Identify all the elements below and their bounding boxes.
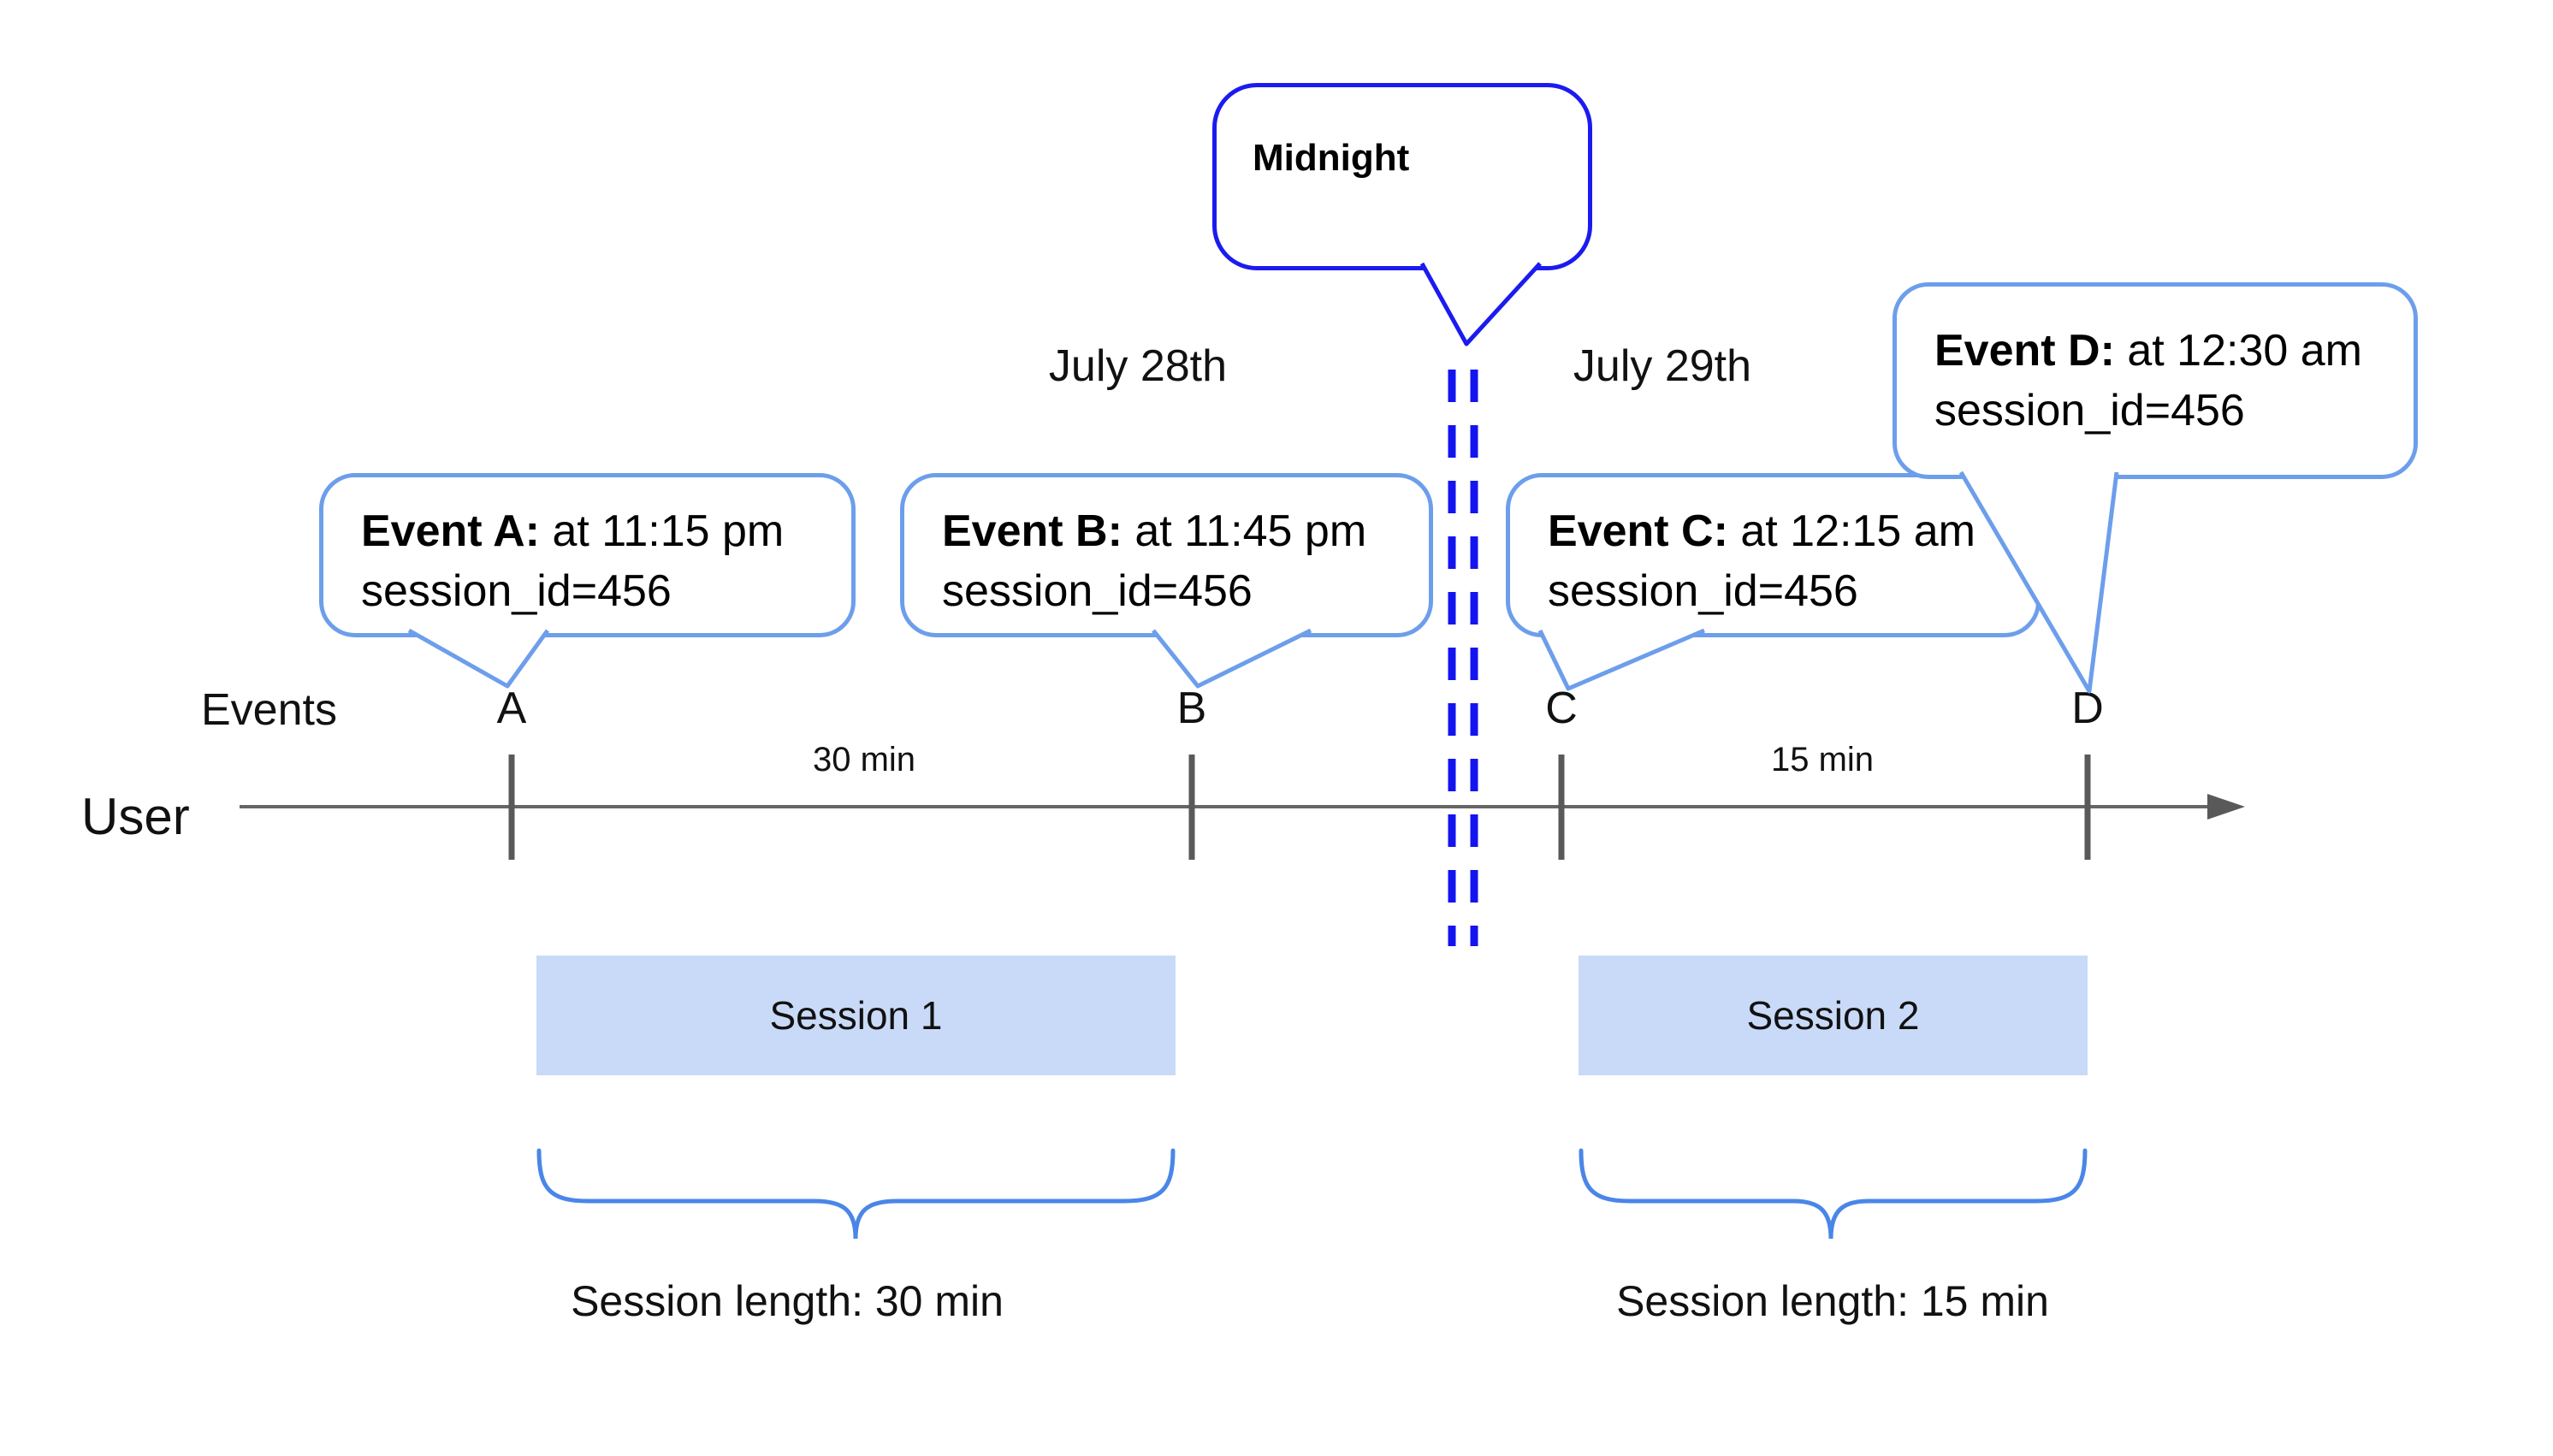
- interval-30min-label: 30 min: [812, 741, 916, 778]
- interval-15min-label: 15 min: [1770, 741, 1875, 778]
- event-a-line2: session_id=456: [361, 566, 672, 616]
- midnight-label: Midnight: [1253, 137, 1410, 179]
- session-2-brace: [1579, 1148, 2088, 1240]
- midnight-callout-tail: [1419, 262, 1542, 346]
- user-axis-label: User: [81, 788, 190, 845]
- event-b-line2: session_id=456: [942, 566, 1253, 616]
- session-1-brace: [536, 1148, 1176, 1240]
- event-a-callout-tail: [407, 628, 550, 689]
- event-d-line2: session_id=456: [1934, 386, 2245, 435]
- events-axis-label: Events: [201, 685, 337, 735]
- timeline-arrowhead-icon: [2207, 794, 2245, 820]
- event-c-line2: session_id=456: [1548, 566, 1858, 616]
- session-1-length-label: Session length: 30 min: [571, 1277, 1004, 1325]
- tick-label-d: D: [2071, 684, 2104, 733]
- tick-label-b: B: [1176, 684, 1207, 733]
- event-c-callout-tail: [1537, 628, 1705, 691]
- date-july-28: July 28th: [1048, 341, 1228, 391]
- session-2-label: Session 2: [1746, 993, 1920, 1038]
- event-b-callout-tail: [1152, 628, 1312, 689]
- event-c-line1: Event C: at 12:15 am: [1548, 506, 1975, 556]
- event-b-line1: Event B: at 11:45 pm: [942, 506, 1367, 556]
- event-d-line1: Event D: at 12:30 am: [1934, 326, 2362, 376]
- event-a-line1: Event A: at 11:15 pm: [361, 506, 785, 556]
- event-a-callout: Event A: at 11:15 pm session_id=456: [319, 473, 856, 637]
- event-b-callout: Event B: at 11:45 pm session_id=456: [900, 473, 1433, 637]
- tick-label-c: C: [1545, 684, 1578, 733]
- midnight-callout: Midnight: [1212, 83, 1592, 270]
- session-1-box: Session 1: [536, 956, 1176, 1075]
- event-d-callout: Event D: at 12:30 am session_id=456: [1893, 282, 2418, 479]
- session-1-label: Session 1: [769, 993, 943, 1038]
- session-2-box: Session 2: [1579, 956, 2088, 1075]
- event-c-callout: Event C: at 12:15 am session_id=456: [1506, 473, 2041, 637]
- date-july-29: July 29th: [1573, 341, 1752, 391]
- tick-label-a: A: [496, 684, 527, 733]
- session-2-length-label: Session length: 15 min: [1616, 1277, 2049, 1325]
